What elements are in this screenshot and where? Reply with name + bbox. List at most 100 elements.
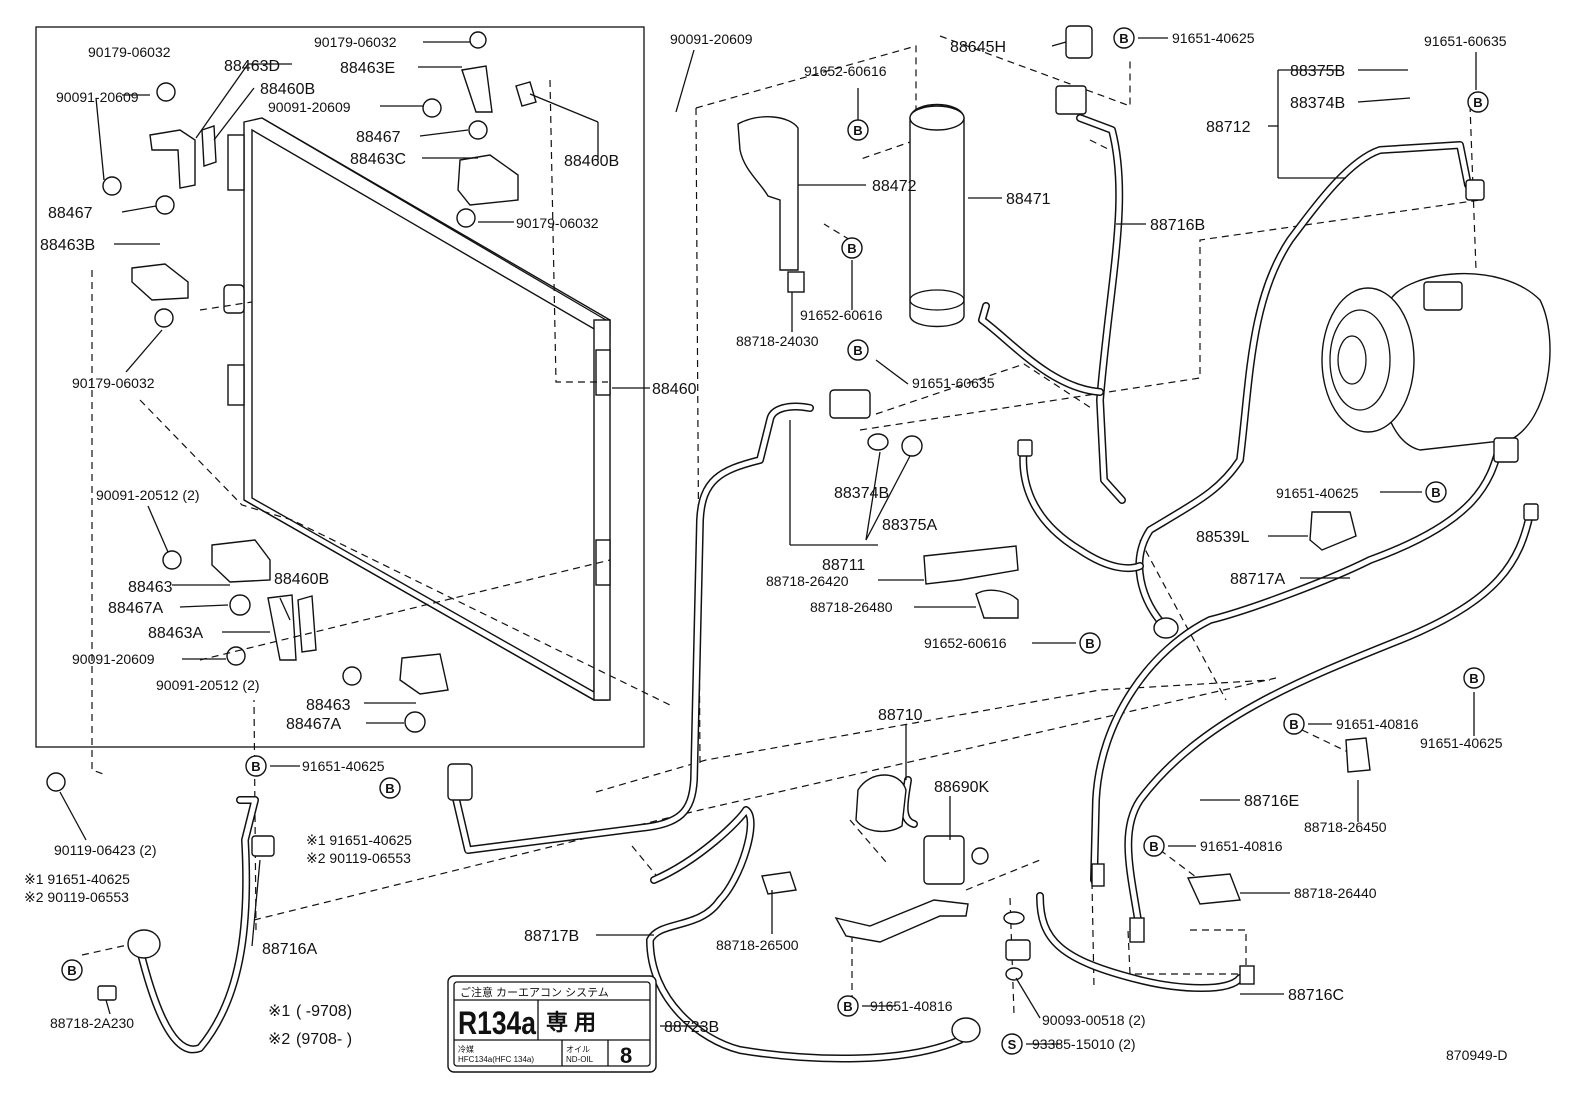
b-symbol: B (1425, 481, 1447, 503)
plate-oil-number: 8 (620, 1043, 632, 1068)
part-labels: 90179-06032 88463D 90179-06032 90091-206… (24, 30, 1508, 1063)
part-label: 91651-60635 (912, 375, 995, 391)
components (97, 25, 1551, 1043)
part-label: 91651-60635 (1424, 33, 1507, 49)
part-label: ※1 91651-40625 (306, 832, 412, 848)
part-label: 88463D (224, 58, 280, 75)
b-symbol: B (245, 755, 267, 777)
part-label: 88467 (48, 205, 93, 222)
compressor (1321, 273, 1551, 451)
note-1-mark: ※1 (268, 1003, 290, 1020)
svg-text:B: B (251, 759, 260, 774)
plate-exclusive: 専 用 (546, 1010, 596, 1035)
svg-text:B: B (1289, 717, 1298, 732)
svg-text:B: B (847, 241, 856, 256)
svg-text:B: B (853, 343, 862, 358)
part-label: 91651-40625 (1172, 30, 1255, 46)
part-label: 88723B (664, 1019, 719, 1036)
note-2-value: (9708- ) (296, 1031, 352, 1048)
part-label: 88539L (1196, 529, 1249, 546)
b-symbol: B (841, 237, 863, 259)
b-symbol: B (379, 777, 401, 799)
part-label: 88463B (40, 237, 95, 254)
dashed-leaders (81, 35, 1481, 1015)
plate-small-left-2: HFC134a(HFC 134a) (458, 1055, 534, 1064)
part-label: 90093-00518 (2) (1042, 1012, 1146, 1028)
part-label: 88645H (950, 39, 1006, 56)
part-label: 88718-26480 (810, 599, 893, 615)
plate-small-mid: オイル (566, 1045, 590, 1054)
part-label: 90091-20609 (670, 31, 753, 47)
b-symbol: B (61, 959, 83, 981)
plate-heading: ご注意 カーエアコン システム (460, 985, 609, 999)
part-label: 88718-26450 (1304, 819, 1387, 835)
part-label: ※2 90119-06553 (306, 850, 411, 866)
svg-text:B: B (1469, 671, 1478, 686)
part-label: 91651-40625 (302, 758, 385, 774)
part-label: 91651-40625 (1276, 485, 1359, 501)
part-label: 88375B (1290, 63, 1345, 80)
part-label: 90179-06032 (314, 34, 397, 50)
part-label: 88463A (148, 625, 203, 642)
svg-text:B: B (853, 123, 862, 138)
part-label: 88374B (1290, 95, 1345, 112)
part-label: 91651-40816 (870, 998, 953, 1014)
part-label: 88460B (274, 571, 329, 588)
part-label: 88463E (340, 60, 395, 77)
b-symbol: B (837, 995, 859, 1017)
part-label: ※2 90119-06553 (24, 889, 129, 905)
svg-text:B: B (67, 963, 76, 978)
part-label: 88717A (1230, 571, 1285, 588)
part-label: 88460 (652, 381, 697, 398)
note-2-mark: ※2 (268, 1031, 290, 1048)
part-label: 93385-15010 (2) (1032, 1036, 1136, 1052)
part-label: 90179-06032 (88, 44, 171, 60)
part-label: 90091-20512 (2) (156, 677, 260, 693)
part-label: 88717B (524, 928, 579, 945)
plate-small-left: 冷媒 (458, 1044, 474, 1054)
b-symbol: B (1143, 835, 1165, 857)
part-label: 90091-20512 (2) (96, 487, 200, 503)
part-label: 88471 (1006, 191, 1051, 208)
part-label: ※1 91651-40625 (24, 871, 130, 887)
diagram-code: 870949-D (1446, 1047, 1508, 1063)
part-label: 91651-40816 (1336, 716, 1419, 732)
part-label: 88375A (882, 517, 937, 534)
part-label: 88718-2A230 (50, 1015, 134, 1031)
part-label: 88712 (1206, 119, 1251, 136)
part-label: 88690K (934, 779, 989, 796)
b-symbol: B (1283, 713, 1305, 735)
svg-text:S: S (1008, 1037, 1017, 1052)
part-label: 88716C (1288, 987, 1344, 1004)
part-label: 90091-20609 (72, 651, 155, 667)
b-symbol: B (847, 339, 869, 361)
b-symbol: B (1079, 632, 1101, 654)
plate-small-mid-2: ND-OIL (566, 1055, 594, 1064)
refrigerant-label-plate: ご注意 カーエアコン システム R134a 専 用 冷媒 HFC134a(HFC… (447, 975, 657, 1073)
part-label: 88711 (822, 557, 865, 574)
brackets (46, 31, 537, 792)
svg-text:B: B (1119, 31, 1128, 46)
part-label: 88718-24030 (736, 333, 819, 349)
part-label: 90119-06423 (2) (54, 842, 156, 858)
svg-text:B: B (385, 781, 394, 796)
refrigerant-pipes (136, 114, 1534, 1063)
part-label: 90091-20609 (268, 99, 351, 115)
part-label: 88463 (128, 579, 173, 596)
part-label: 90179-06032 (72, 375, 155, 391)
part-label: 88718-26420 (766, 573, 849, 589)
s-symbol: S (1001, 1033, 1023, 1055)
part-label: 91651-40816 (1200, 838, 1283, 854)
part-label: 88467A (108, 600, 163, 617)
note-1-value: ( -9708) (296, 1003, 352, 1020)
svg-text:B: B (1085, 636, 1094, 651)
part-label: 88710 (878, 707, 923, 724)
part-label: 91651-40625 (1420, 735, 1503, 751)
part-label: 90091-20609 (56, 89, 139, 105)
legend-notes: ※1 ( -9708) ※2 (9708- ) (268, 1003, 352, 1048)
condenser-group-frame (35, 26, 645, 748)
plate-refrigerant: R134a (458, 1005, 536, 1041)
part-label: 88716A (262, 941, 317, 958)
part-label: 88463C (350, 151, 406, 168)
b-symbol: B (847, 119, 869, 141)
